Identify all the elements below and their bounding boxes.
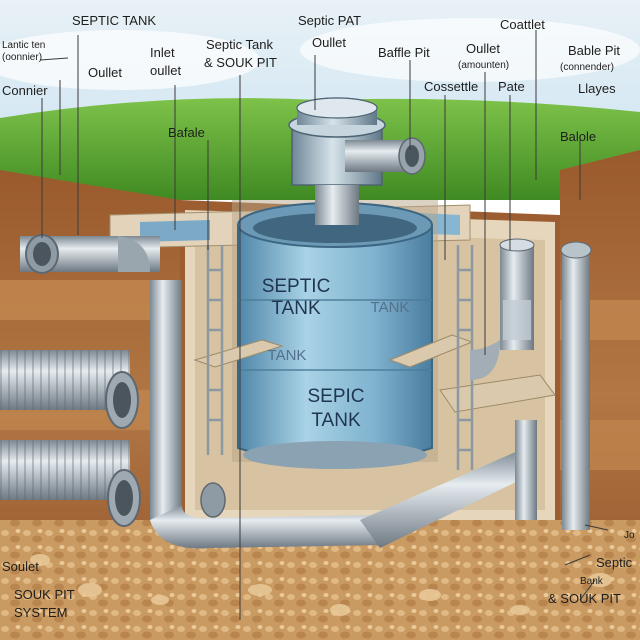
label-souk-pit-2: SYSTEM: [14, 605, 68, 620]
label-cossettle: Cossettle: [424, 79, 479, 94]
tank-label-upper-1: SEPTIC: [261, 276, 331, 297]
baffle-pit-slab: [439, 374, 556, 413]
label-septic-pat: Septic PAT: [298, 13, 362, 28]
label-septic-tank-title: SEPTIC TANK: [72, 13, 157, 28]
tank-label-lower-1: SEPIC: [307, 386, 365, 407]
label-soulet: Soulet: [2, 559, 39, 574]
label-souk-pit-amp: & SOUK PIT: [204, 55, 277, 70]
label-right-edge: Jo: [624, 530, 635, 541]
label-connier: Connier: [2, 83, 48, 98]
label-bable-sub: (connender): [560, 62, 614, 73]
label-bank-br: Bank: [580, 576, 603, 587]
label-outlet-right-sub: (amounten): [458, 60, 510, 71]
gravel-stones: [30, 554, 612, 616]
tank-label-upper-right: TANK: [370, 299, 410, 316]
label-baffle-pit: Baffle Pit: [378, 45, 430, 60]
right-vertical-pipe: [562, 250, 590, 530]
tank-label-lower-2: TANK: [311, 410, 361, 431]
left-vertical-pipe: [150, 280, 182, 520]
label-bafale: Bafale: [168, 125, 205, 140]
label-llayes: Llayes: [578, 81, 616, 96]
label-souk-pit-1: SOUK PIT: [14, 587, 75, 602]
label-lantic-ten: Lantic ten: [2, 40, 46, 51]
label-pate: Pate: [498, 79, 525, 94]
label-septic-br: Septic: [596, 555, 633, 570]
label-balole: Balole: [560, 129, 597, 144]
label-inlet: Inlet: [150, 45, 175, 60]
label-outlet-center: Oullet: [312, 35, 346, 50]
label-coattlet: Coattlet: [500, 17, 545, 32]
outlet-pipe-bottom: [150, 505, 380, 549]
label-souk-pit-br: & SOUK PIT: [548, 591, 621, 606]
label-outlet-left: Oullet: [88, 65, 122, 80]
label-outlet-under-inlet: oullet: [150, 63, 182, 78]
tank-label-mid: TANK: [267, 347, 307, 364]
label-connnier-sub: (oonnier): [2, 52, 43, 63]
leader-lines: [39, 30, 609, 620]
label-septic-tank-souk: Septic Tank: [206, 37, 273, 52]
label-bable-pit: Bable Pit: [568, 43, 621, 58]
label-outlet-right: Oullet: [466, 41, 500, 56]
tank-label-upper-2: TANK: [271, 298, 321, 319]
ladder-left: [206, 245, 224, 455]
